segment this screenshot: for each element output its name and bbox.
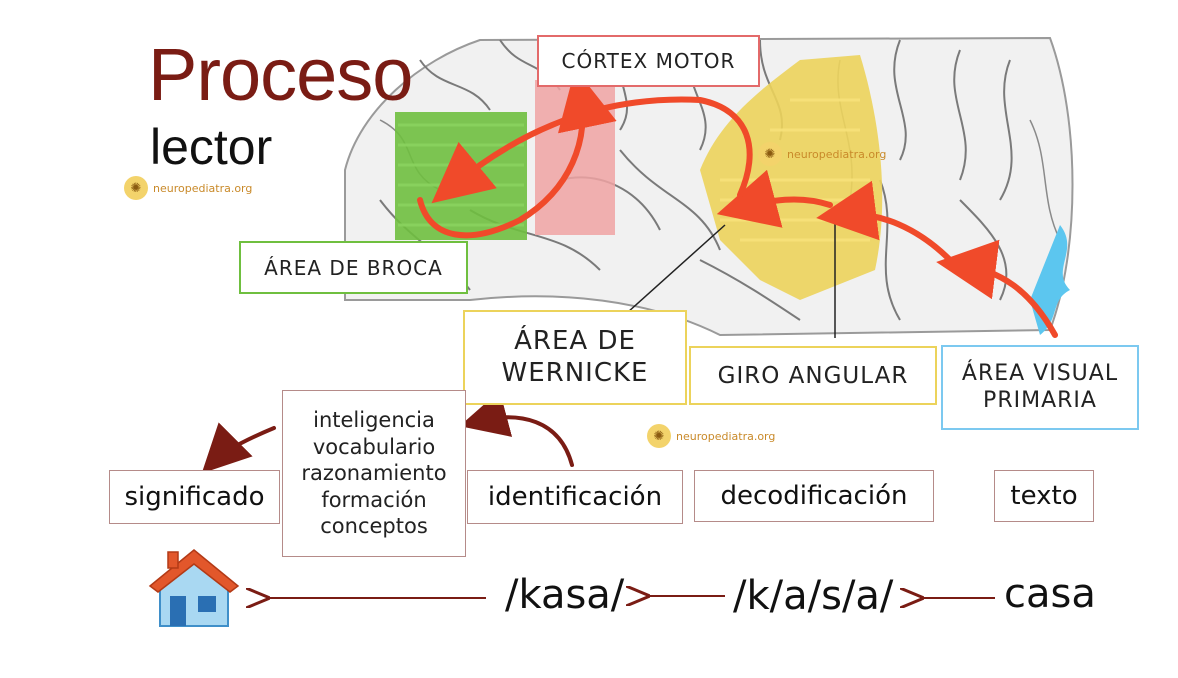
broca-region <box>395 112 527 240</box>
watermark: ✺ neuropediatra.org <box>124 176 252 200</box>
decodificacion-box: decodificación <box>694 470 934 522</box>
cortex-motor-label: CÓRTEX MOTOR <box>537 35 760 87</box>
cognition-item: inteligencia <box>313 408 435 433</box>
watermark-text: neuropediatra.org <box>787 147 887 161</box>
identificacion-box: identificación <box>467 470 683 524</box>
giro-angular-label: GIRO ANGULAR <box>689 346 937 405</box>
wernicke-label-line: WERNICKE <box>501 357 649 388</box>
page-subtitle: lector <box>150 119 273 175</box>
brain-icon: ✺ <box>124 176 148 200</box>
brain-icon: ✺ <box>647 424 671 448</box>
watermark: ✺ neuropediatra.org <box>647 424 775 448</box>
visual-area-label-line: PRIMARIA <box>983 387 1097 413</box>
broca-label: ÁREA DE BROCA <box>239 241 468 294</box>
visual-area-label-line: ÁREA VISUAL <box>961 361 1119 387</box>
cognition-item: conceptos <box>320 514 428 539</box>
brain-icon: ✺ <box>758 142 782 166</box>
wernicke-leader-line <box>627 224 726 313</box>
cognition-item: formación <box>321 487 427 512</box>
page-title: Proceso <box>148 33 413 116</box>
house-icon <box>148 549 240 627</box>
watermark: ✺ neuropediatra.org <box>758 142 886 166</box>
wernicke-label-line: ÁREA DE <box>514 326 636 357</box>
motor-cortex-region <box>535 80 615 235</box>
written-word: casa <box>1004 571 1096 617</box>
phoneme-sequence: /k/a/s/a/ <box>733 573 894 619</box>
significado-box: significado <box>109 470 280 524</box>
cognition-item: vocabulario <box>312 434 436 459</box>
visual-area-label: ÁREA VISUAL PRIMARIA <box>941 345 1139 430</box>
wernicke-label: ÁREA DE WERNICKE <box>463 310 687 405</box>
cognition-box: inteligencia vocabulario razonamiento fo… <box>282 390 466 557</box>
cognition-item: razonamiento <box>301 461 447 486</box>
watermark-text: neuropediatra.org <box>153 181 253 195</box>
phonological-form: /kasa/ <box>505 572 625 618</box>
watermark-text: neuropediatra.org <box>676 429 776 443</box>
texto-box: texto <box>994 470 1094 522</box>
